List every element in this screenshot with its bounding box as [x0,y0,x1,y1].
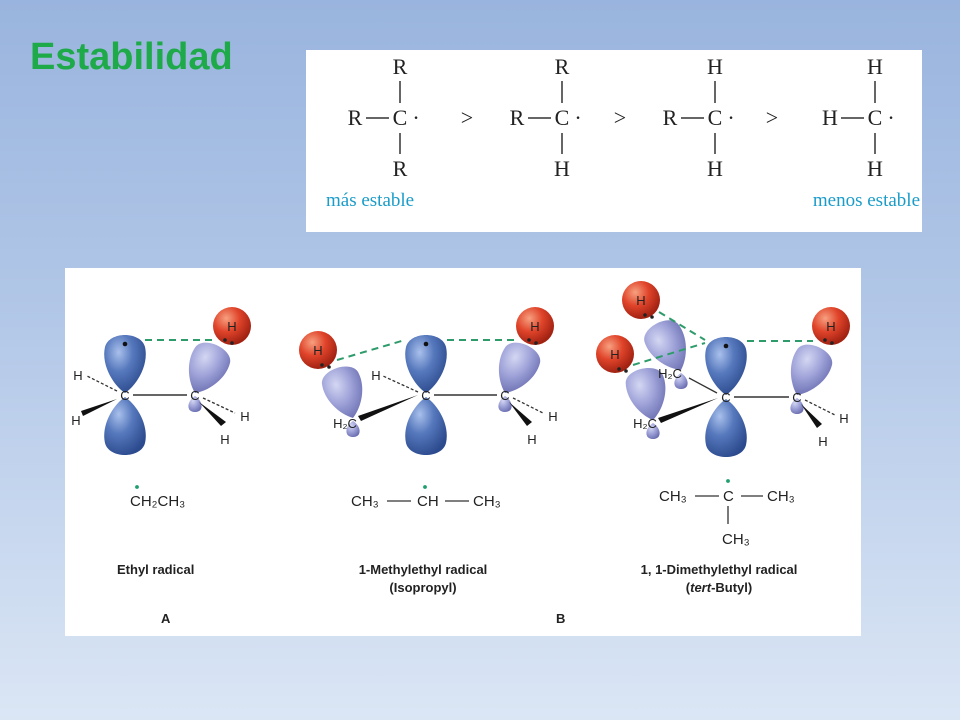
hydrogen-atom [596,335,634,373]
panel-label-a: A [161,611,171,626]
hydrogen-atom [812,307,850,345]
radical-dot: · [412,105,419,130]
radical-dot [423,485,427,489]
ethyl-formula: CH₂CH₃ [130,493,185,510]
hydrogen-atom [516,307,554,345]
carbon-atom: C [393,105,408,130]
svg-text:H: H [839,411,848,426]
svg-text:H: H [636,293,645,308]
greater-than-sign: > [766,105,778,130]
carbon-atom: C [868,105,883,130]
ethyl-radical-diagram: H C C H H H H CH₂CH₃ Ethyl radical A [71,307,251,626]
svg-text:CH₃: CH₃ [659,488,687,505]
svg-text:H: H [610,347,619,362]
p-orbital-lower-lobe [104,397,146,455]
ch-sigma-orbital [177,337,235,402]
substituent-top: H [867,54,883,79]
substituent-left: R [663,105,678,130]
tert-butyl-radical-diagram: H H H C C H₂C H₂C H H CH₃ C CH₃ CH₃ 1, 1… [596,281,850,595]
svg-text:CH₃: CH₃ [351,493,379,510]
svg-text:H₂C: H₂C [633,416,657,431]
hydrogen-atom [213,307,251,345]
substituent-left: R [510,105,525,130]
isopropyl-caption: 1-Methylethyl radical [359,562,488,577]
svg-text:H₂C: H₂C [658,366,682,381]
carbon-atom: C [555,105,570,130]
carbon-atom: C [708,105,723,130]
svg-text:H: H [826,319,835,334]
svg-text:H: H [371,368,380,383]
svg-text:C: C [721,390,730,405]
svg-text:CH₃: CH₃ [473,493,501,510]
radical-dot: · [574,105,581,130]
svg-text:C: C [723,488,734,505]
svg-text:C: C [792,390,801,405]
svg-text:H: H [220,432,229,447]
svg-text:H: H [240,409,249,424]
substituent-left: H [822,105,838,130]
least-stable-label: menos estable [813,190,920,211]
tert-butyl-caption: 1, 1-Dimethylethyl radical [641,562,798,577]
svg-text:H: H [227,319,236,334]
substituent-bottom: H [867,156,883,181]
svg-text:CH₃: CH₃ [722,531,750,548]
hydrogen-atom [299,331,337,369]
greater-than-sign: > [614,105,626,130]
svg-text:CH: CH [417,493,439,510]
svg-text:C: C [500,388,509,403]
svg-text:H: H [313,343,322,358]
svg-text:H: H [818,434,827,449]
slide-title: Estabilidad [30,36,233,78]
radical-dot [135,485,139,489]
svg-text:H: H [548,409,557,424]
h2c-label: H₂C [333,416,357,431]
svg-text:H: H [530,319,539,334]
radical-orbital-panel: H C C H H H H CH₂CH₃ Ethyl radical A H H [65,268,861,636]
svg-text:CH₃: CH₃ [767,488,795,505]
svg-text:H: H [527,432,536,447]
unpaired-electron-dot [122,341,128,347]
substituent-bottom: H [707,156,723,181]
ethyl-caption: Ethyl radical [117,562,194,577]
substituent-top: R [555,54,570,79]
carbon-label: C [120,388,129,403]
svg-text:(Isopropyl): (Isopropyl) [389,580,456,595]
isopropyl-radical-diagram: H H H C C H₂C H H CH₃ CH CH₃ 1-Methyleth… [299,307,565,626]
hydrogen-atom [622,281,660,319]
radical-dot [726,479,730,483]
radical-dot: · [887,105,894,130]
radical-dot: · [727,105,734,130]
svg-text:H: H [73,368,82,383]
substituent-top: H [707,54,723,79]
substituent-bottom: H [554,156,570,181]
substituent-bottom: R [393,156,408,181]
svg-text:(tert-Butyl): (tert-Butyl) [686,580,752,595]
svg-text:C: C [421,388,430,403]
most-stable-label: más estable [326,190,414,211]
substituent-top: R [393,54,408,79]
svg-text:H: H [71,413,80,428]
svg-text:C: C [190,388,199,403]
substituent-left: R [348,105,363,130]
greater-than-sign: > [461,105,473,130]
panel-label-b: B [556,611,565,626]
